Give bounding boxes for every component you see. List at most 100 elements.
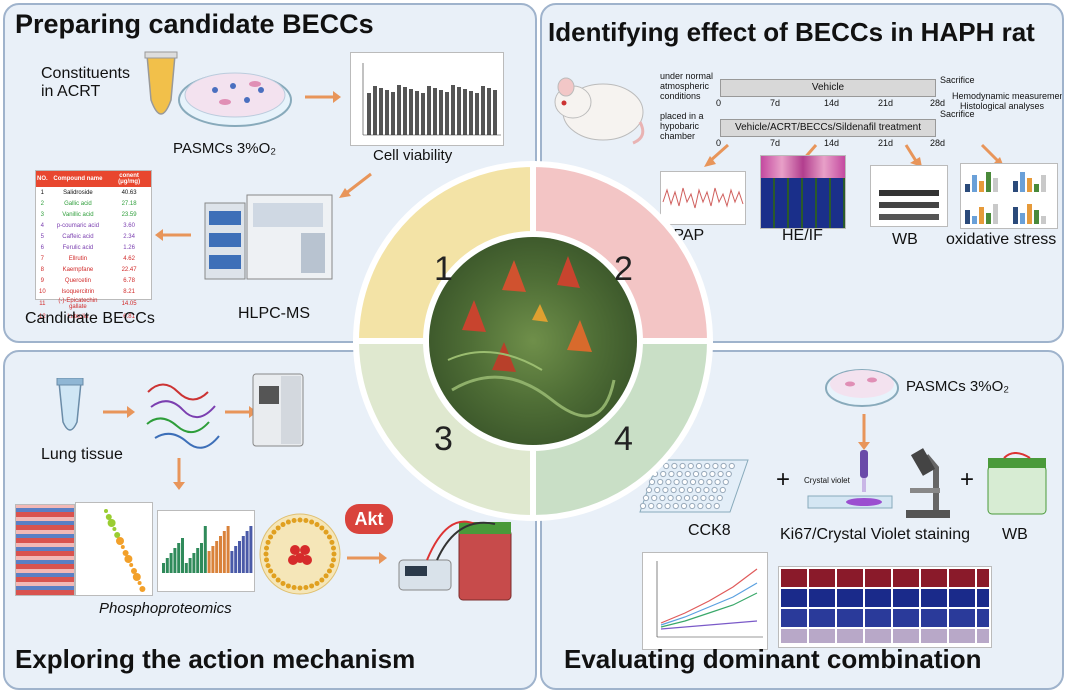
network-node-icon	[280, 580, 286, 586]
network-node-icon	[285, 583, 291, 589]
bar-icon	[1020, 172, 1025, 192]
network-node-icon	[303, 584, 309, 590]
plus-sign: +	[776, 466, 791, 493]
well-icon	[683, 494, 691, 502]
petri-dish-icon	[825, 369, 899, 407]
well-icon	[667, 494, 674, 502]
network-node-icon	[331, 551, 337, 557]
western-blot-apparatus-icon	[987, 452, 1047, 515]
network-node-icon	[326, 568, 332, 574]
crystal-violet-label: Crystal violet	[804, 476, 850, 485]
pasmcs-label: PASMCs 3%O₂	[173, 140, 277, 157]
dot-icon	[132, 573, 141, 581]
well-icon	[639, 502, 647, 510]
bar-icon	[219, 536, 222, 573]
he-if-image-grid	[760, 155, 846, 229]
table-cell: Kaempfane	[62, 266, 94, 273]
table-cell: (-)-Epicatechin gallate	[58, 298, 98, 310]
well-icon	[665, 478, 672, 486]
bar-icon	[993, 204, 998, 224]
bar-icon	[972, 175, 977, 192]
table-cell: 3	[40, 211, 44, 218]
network-node-icon	[329, 539, 335, 545]
bar-icon	[445, 92, 449, 135]
bar-icon	[173, 548, 177, 573]
network-node-icon	[290, 545, 300, 555]
bar-icon	[481, 86, 485, 135]
panel-title: Preparing candidate BECCs	[15, 9, 374, 39]
bar-icon	[238, 541, 241, 573]
table-cell: 10	[38, 288, 46, 295]
dot-icon	[129, 563, 134, 567]
table-cell: 2	[40, 200, 44, 207]
bar-icon	[184, 563, 188, 573]
well-icon	[663, 462, 670, 470]
bar-icon	[409, 89, 413, 135]
bar-icon	[433, 88, 437, 135]
candidate-label: Candidate BECCs	[25, 310, 155, 327]
network-node-icon	[323, 529, 329, 535]
table-cell: 27.18	[121, 200, 137, 207]
bar-icon	[215, 541, 219, 573]
table-header: NO.	[36, 171, 49, 187]
network-node-icon	[263, 551, 269, 557]
dot-icon	[107, 519, 116, 527]
well-icon	[689, 502, 696, 510]
quadrant-1	[352, 160, 536, 344]
bar-icon	[367, 93, 371, 135]
well-icon	[698, 478, 705, 486]
measurement-label: Histological analyses	[960, 101, 1045, 111]
bar-icon	[1034, 210, 1039, 224]
bar-icon	[972, 216, 977, 224]
table-cell: 5	[40, 233, 44, 240]
oxidative-stress-charts	[960, 163, 1058, 229]
table-cell: 6.81	[123, 313, 135, 320]
bar-icon	[165, 558, 169, 573]
bar-icon	[1013, 207, 1018, 224]
well-plate-icon	[639, 459, 749, 513]
panel-identifying: Identifying effect of BECCs in HAPH rat …	[540, 3, 1064, 343]
network-node-icon	[264, 545, 270, 551]
arrow-icon	[103, 406, 135, 418]
tube-icon	[56, 378, 84, 431]
panel-preparing: Preparing candidate BECCs Constituents i…	[3, 3, 537, 343]
table-cell: 12	[38, 313, 46, 320]
cell-viability-label: Cell viability	[373, 147, 453, 164]
bar-icon	[192, 553, 196, 573]
table-cell: 1.26	[123, 244, 135, 251]
network-node-icon	[288, 555, 298, 565]
network-node-icon	[285, 519, 291, 525]
well-icon	[662, 486, 669, 494]
well-icon	[645, 486, 653, 494]
heatmap-image	[15, 504, 75, 596]
bar-icon	[379, 88, 383, 135]
network-node-icon	[302, 555, 312, 565]
well-icon	[671, 462, 678, 470]
network-icon	[259, 513, 341, 595]
measurement-label: Hemodynamic measurements	[952, 91, 1064, 101]
bar-icon	[965, 210, 970, 224]
table-cell: Ellrutin	[68, 255, 88, 262]
bar-icon	[200, 543, 203, 573]
dot-icon	[116, 537, 124, 545]
bar-icon	[226, 526, 230, 573]
network-node-icon	[303, 518, 309, 524]
well-icon	[670, 486, 677, 494]
network-node-icon	[275, 525, 281, 531]
network-node-icon	[300, 545, 310, 555]
timepoint: 28d	[930, 98, 946, 108]
bar-icon	[391, 92, 395, 135]
well-icon	[651, 494, 658, 502]
dot-icon	[124, 555, 133, 563]
well-icon	[654, 486, 661, 494]
bar-icon	[241, 536, 245, 573]
cck8-line-chart	[642, 552, 768, 650]
well-icon	[711, 486, 718, 494]
bar-icon	[403, 87, 407, 135]
bar-icon	[1013, 181, 1018, 192]
quadrant-4	[530, 338, 714, 522]
table-cell: 4	[40, 222, 44, 229]
